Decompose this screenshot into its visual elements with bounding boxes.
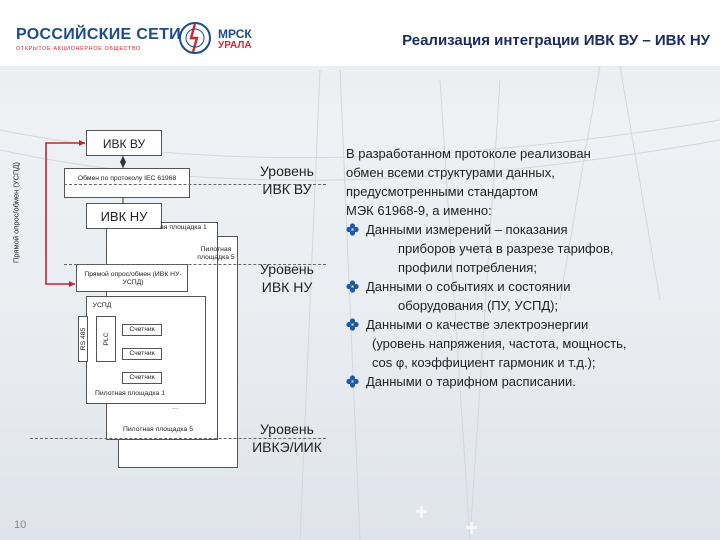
mrsk-urala-logo: МРСК УРАЛА [218, 28, 276, 54]
ivk-nu-box: ИВК НУ [86, 203, 162, 229]
bullet-continuation: оборудования (ПУ, УСПД); [398, 298, 559, 313]
level-separator [64, 264, 326, 265]
mrsk-emblem-icon [179, 22, 211, 54]
meter-box: Счетчик [122, 372, 162, 384]
bullet-continuation: cos φ, коэффициент гармоник и т.д.); [372, 355, 596, 370]
diamond-bullet-icon [346, 280, 359, 293]
meter-box: Счетчик [122, 324, 162, 336]
protocol-label: Обмен по протоколу IEC 61968 [77, 175, 177, 182]
direct-poll-side-label: Прямой опрос/обмен (УСПД) [11, 161, 21, 264]
bullet-item: Данными о тарифном расписании. [346, 372, 706, 391]
level-label: Уровень [260, 261, 314, 277]
intro-line: МЭК 61968-9, а именно: [346, 203, 492, 218]
rs485-box: RS 485 [78, 316, 88, 362]
bullet-text: Данными о качестве электроэнергии [366, 317, 589, 332]
logo-mrsk-text: МРСК [218, 27, 252, 41]
intro-line: В разработанном протоколе реализован [346, 146, 591, 161]
protocol-box: Обмен по протоколу IEC 61968 [64, 168, 190, 198]
diamond-bullet-icon [346, 223, 359, 236]
plc-box: PLC [96, 316, 116, 362]
meter-label: Счетчик [129, 374, 155, 381]
diamond-bullet-icon [346, 375, 359, 388]
uspd-label: УСПД [92, 302, 112, 309]
bullet-item: Данными измерений – показания [346, 220, 706, 239]
company-subtitle: ОТКРЫТОЕ АКЦИОНЕРНОЕ ОБЩЕСТВО [16, 46, 141, 52]
meter-box: Счетчик [122, 348, 162, 360]
direct-poll-label: Прямой опрос/обмен (ИВК НУ-УСПД) [84, 271, 182, 286]
meter-label: Счетчик [129, 326, 155, 333]
bullet-continuation: профили потребления; [398, 260, 537, 275]
bullet-continuation: (уровень напряжения, частота, мощность, [372, 336, 627, 351]
bullet-text: Данными о событиях и состоянии [366, 279, 571, 294]
level-label: Уровень [260, 421, 314, 437]
level-label: ИВК ВУ [262, 181, 312, 197]
meter-label: Счетчик [129, 350, 155, 357]
header-bar: РОССИЙСКИЕ СЕТИ ОТКРЫТОЕ АКЦИОНЕРНОЕ ОБЩ… [0, 0, 720, 66]
intro-line: обмен всеми структурами данных, [346, 165, 555, 180]
company-name: РОССИЙСКИЕ СЕТИ [16, 26, 181, 43]
level-separator [64, 184, 326, 185]
bullet-item: Данными о качестве электроэнергии [346, 315, 706, 334]
level-ivk-nu: Уровень ИВК НУ [244, 260, 330, 296]
rosseti-logo: РОССИЙСКИЕ СЕТИ ОТКРЫТОЕ АКЦИОНЕРНОЕ ОБЩ… [16, 26, 181, 56]
pilot5-top-label: Пилотная площадка 5 [197, 246, 235, 261]
bullet-continuation: приборов учета в разрезе тарифов, [398, 241, 614, 256]
level-ivke-iik: Уровень ИВКЭ/ИИК [236, 420, 338, 456]
direct-poll-box: Прямой опрос/обмен (ИВК НУ-УСПД) [76, 264, 188, 292]
pilot5-bottom-label: Пилотная площадка 5 [123, 426, 193, 433]
pilot1-bottom-label: Пилотная площадка 1 [95, 390, 165, 397]
pilot1-top-label: …ая площадка 1 [153, 224, 207, 231]
rs485-label: RS 485 [80, 327, 87, 351]
ivk-vu-label: ИВК ВУ [102, 137, 146, 151]
description-text: В разработанном протоколе реализован обм… [346, 144, 706, 391]
level-label: ИВК НУ [261, 279, 313, 295]
ivk-vu-box: ИВК ВУ [86, 130, 162, 156]
logo-urala-text: УРАЛА [218, 40, 252, 51]
bullet-text: Данными измерений – показания [366, 222, 568, 237]
level-separator [30, 438, 326, 439]
diamond-bullet-icon [346, 318, 359, 331]
bullet-text: Данными о тарифном расписании. [366, 374, 576, 389]
bullet-item: Данными о событиях и состоянии [346, 277, 706, 296]
plc-label: PLC [103, 332, 110, 346]
level-label: Уровень [260, 163, 314, 179]
intro-line: предусмотренными стандартом [346, 184, 538, 199]
ivk-nu-label: ИВК НУ [100, 209, 148, 224]
ellipsis-label: … [171, 404, 179, 411]
page-number: 10 [14, 519, 27, 531]
page-title: Реализация интеграции ИВК ВУ – ИВК НУ [402, 32, 710, 49]
level-ivk-vu: Уровень ИВК ВУ [244, 162, 330, 198]
level-label: ИВКЭ/ИИК [252, 439, 322, 455]
